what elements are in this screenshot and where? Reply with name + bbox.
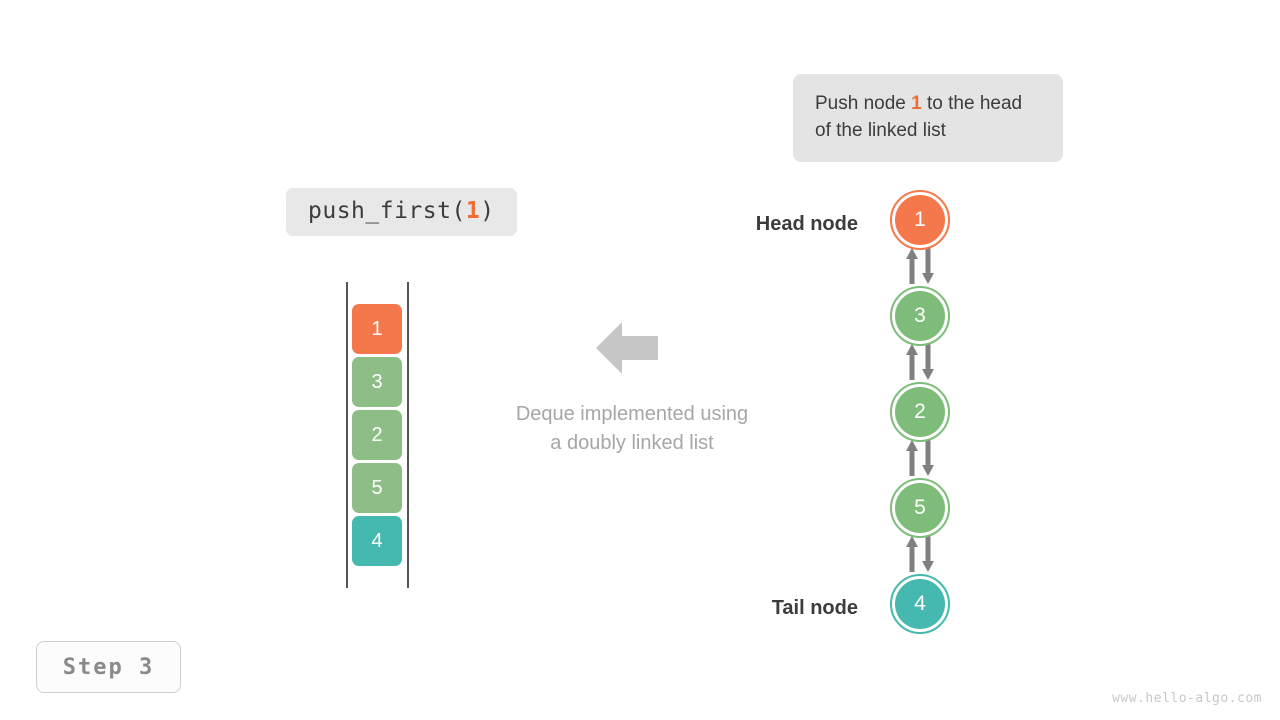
linked-list-node: 5 (890, 478, 950, 538)
link-arrow-prev (906, 248, 918, 284)
linked-list-node: 1 (890, 190, 950, 250)
linked-list-visual: 1 3 2 5 4 (884, 190, 956, 640)
watermark-text: www.hello-algo.com (1112, 691, 1262, 706)
tail-node-label: Tail node (771, 597, 858, 619)
callout-highlight-value: 1 (911, 93, 922, 114)
linked-list-node-value: 2 (895, 387, 945, 437)
left-arrow-icon (596, 320, 658, 381)
link-arrow-prev (906, 536, 918, 572)
link-arrow-next (922, 248, 934, 284)
link-arrow-next (922, 344, 934, 380)
stack-rail-right (407, 282, 409, 588)
stack-cell: 3 (352, 357, 402, 407)
linked-list-node: 2 (890, 382, 950, 442)
linked-list-node-value: 5 (895, 483, 945, 533)
callout-text-suffix: to the head of the linked list (815, 93, 1023, 141)
linked-list-node: 3 (890, 286, 950, 346)
link-arrow-prev (906, 440, 918, 476)
link-arrow-prev (906, 344, 918, 380)
stack-cell: 2 (352, 410, 402, 460)
code-label-suffix: ) (480, 198, 495, 224)
linked-list-node: 4 (890, 574, 950, 634)
diagram-caption: Deque implemented using a doubly linked … (452, 400, 812, 458)
code-label-argument: 1 (465, 198, 481, 224)
callout-text-prefix: Push node (815, 93, 912, 114)
link-arrow-next (922, 536, 934, 572)
stack-cell: 4 (352, 516, 402, 566)
linked-list-node-value: 3 (895, 291, 945, 341)
stack-cell: 5 (352, 463, 402, 513)
linked-list-node-value: 4 (895, 579, 945, 629)
caption-line-1: Deque implemented using (515, 403, 749, 425)
linked-list-arrows (906, 248, 934, 572)
link-arrow-next (922, 440, 934, 476)
step-badge: Step 3 (36, 641, 181, 693)
code-label-prefix: push_first( (308, 198, 466, 224)
callout-box: Push node 1 to the head of the linked li… (793, 74, 1063, 162)
linked-list-node-value: 1 (895, 195, 945, 245)
operation-code-label: push_first(1) (286, 188, 517, 236)
caption-line-2: a doubly linked list (550, 432, 714, 454)
stack-cell: 1 (352, 304, 402, 354)
head-node-label: Head node (755, 213, 858, 235)
stack-rail-left (346, 282, 348, 588)
